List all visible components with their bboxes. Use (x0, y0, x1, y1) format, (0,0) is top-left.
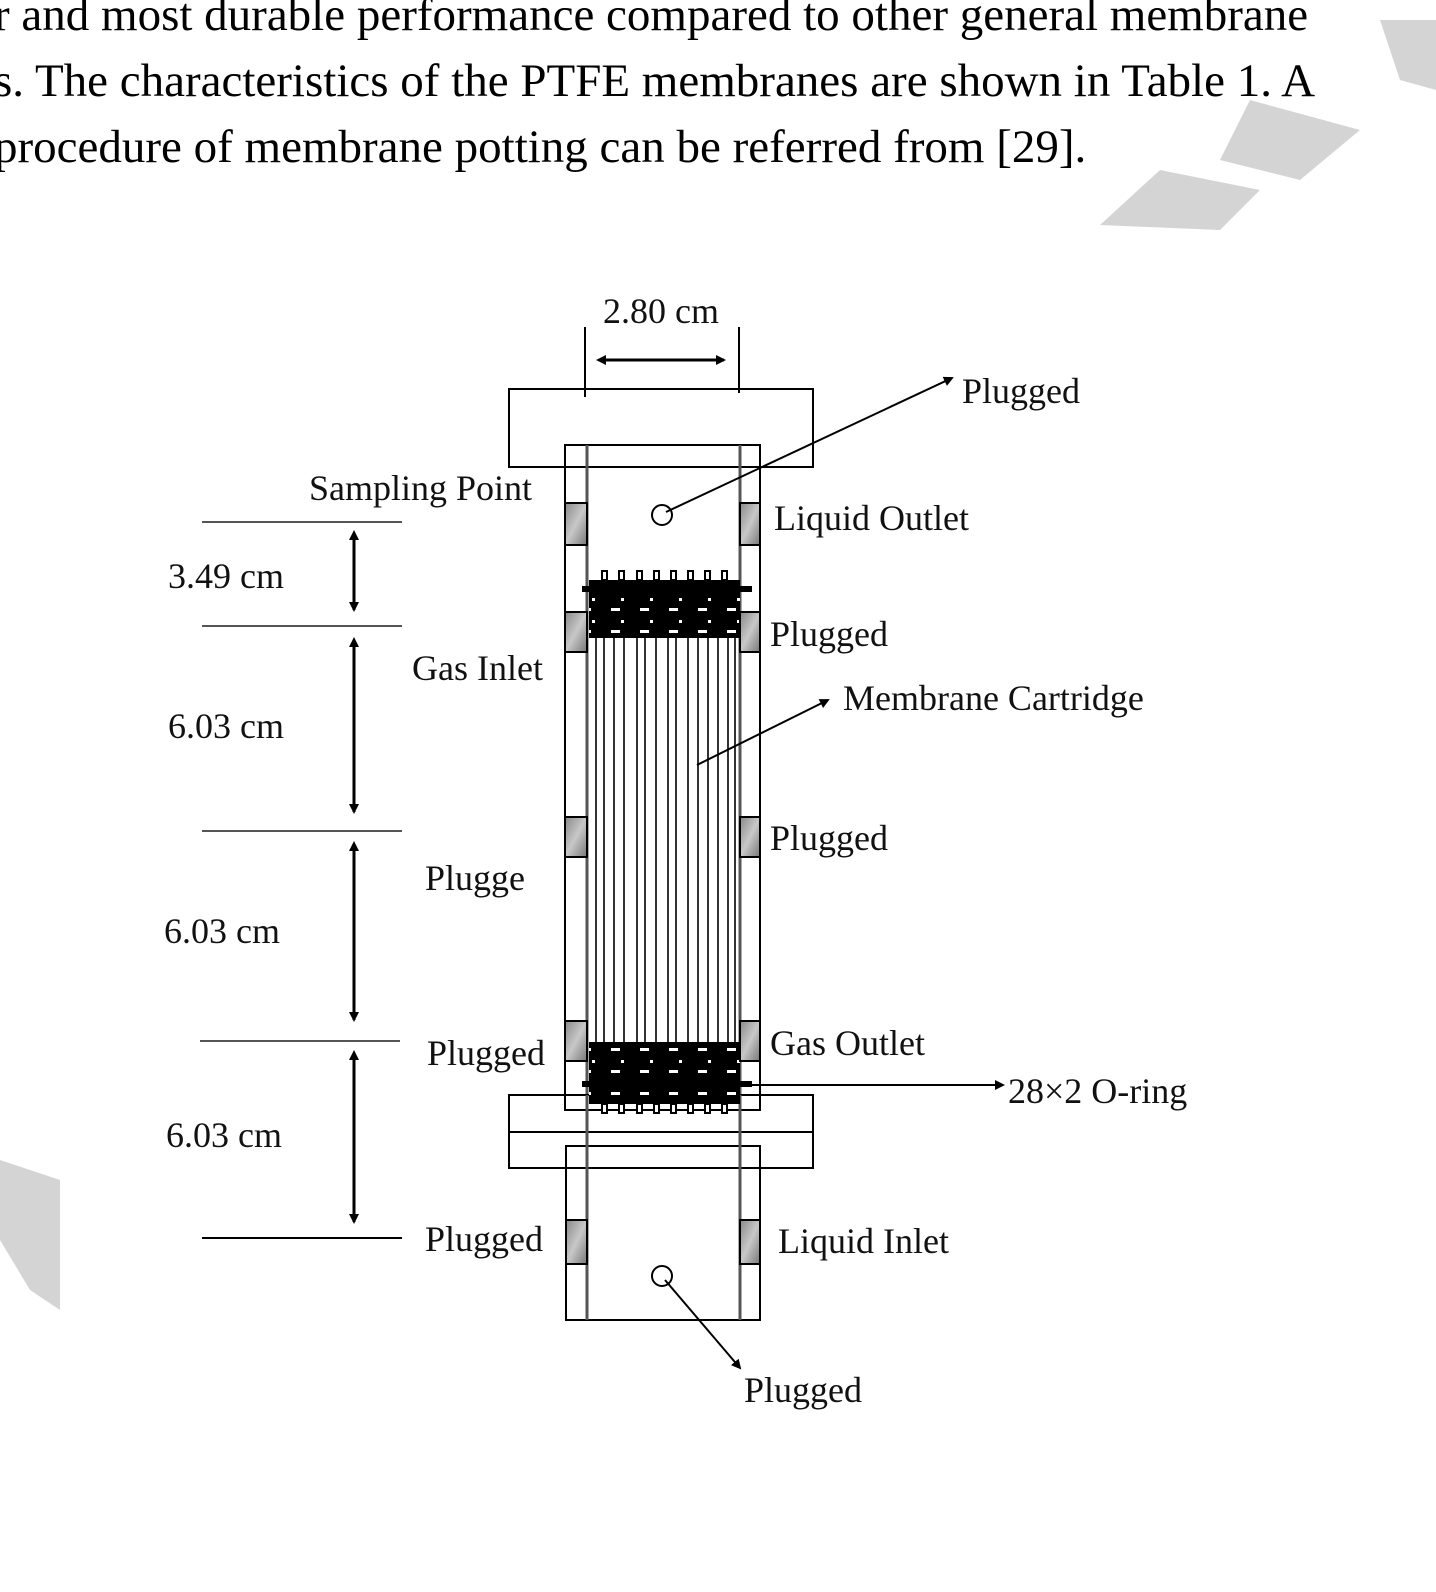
body-text-line-3: procedure of membrane potting can be ref… (0, 121, 1087, 173)
label-sampling-point: Sampling Point (309, 468, 532, 508)
bottom-sample-port (651, 1265, 673, 1287)
dim-2: 6.03 cm (168, 706, 284, 746)
label-gas-inlet: Gas Inlet (412, 648, 543, 688)
label-o-ring: 28×2 O-ring (1008, 1071, 1187, 1111)
lower-column (565, 1145, 761, 1321)
watermark (0, 20, 1436, 1310)
body-text-line-2: s. The characteristics of the PTFE membr… (0, 55, 1316, 107)
label-plugge-left: Plugge (425, 858, 525, 898)
width-dimension: 2.80 cm (603, 291, 719, 331)
upper-column (564, 444, 761, 1111)
fiber-ends (601, 570, 728, 1114)
label-liquid-outlet: Liquid Outlet (774, 498, 969, 538)
dim-1: 3.49 cm (168, 556, 284, 596)
membrane-fibers (595, 638, 736, 1042)
bottom-potting (589, 1042, 740, 1104)
body-text-line-1: r and most durable performance compared … (0, 0, 1309, 41)
label-plugged-left-2: Plugged (427, 1033, 545, 1073)
label-plugged-bottom: Plugged (744, 1370, 862, 1410)
top-sample-port (651, 504, 673, 526)
label-plugged-left-3: Plugged (425, 1219, 543, 1259)
label-liquid-inlet: Liquid Inlet (778, 1221, 949, 1261)
bottom-o-ring (582, 1081, 752, 1087)
label-membrane-cartridge: Membrane Cartridge (843, 678, 1144, 718)
top-o-ring (582, 586, 752, 592)
ports (564, 502, 761, 1265)
label-plugged-right-2: Plugged (770, 818, 888, 858)
label-plugged-right-1: Plugged (770, 614, 888, 654)
dim-3: 6.03 cm (164, 911, 280, 951)
dim-4: 6.03 cm (166, 1115, 282, 1155)
label-plugged-top: Plugged (962, 371, 1080, 411)
label-gas-outlet: Gas Outlet (770, 1023, 925, 1063)
